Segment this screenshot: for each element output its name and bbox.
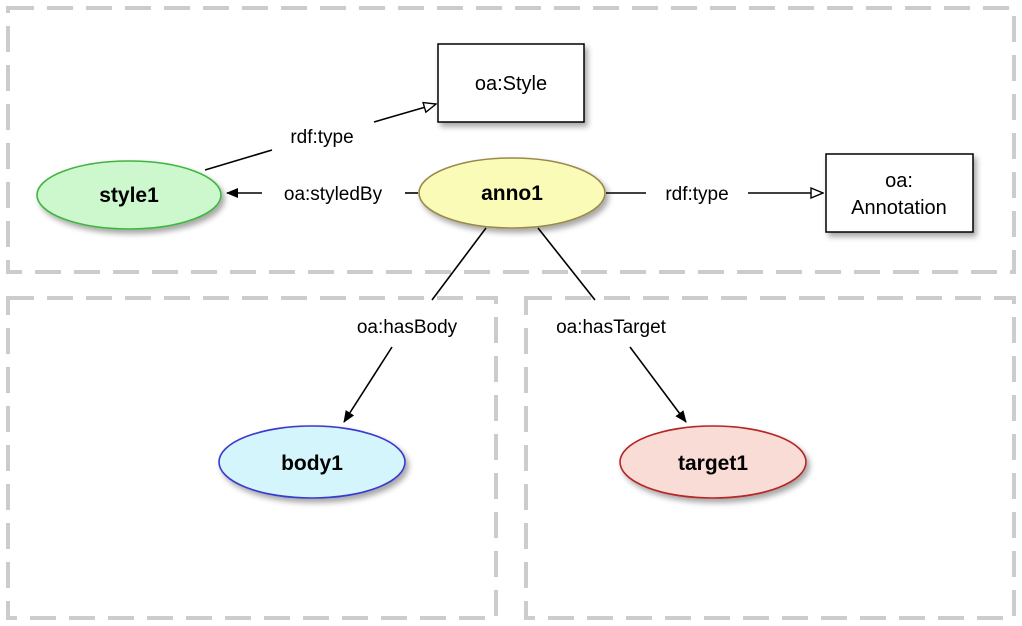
- node-body1-label: body1: [281, 452, 343, 475]
- region-bottom-right: [524, 296, 1016, 620]
- region-top: [6, 6, 1016, 274]
- class-oa-style-label: oa:Style: [475, 73, 547, 95]
- edge-has-target-line-b: [629, 346, 687, 423]
- edge-style-type-line-b: [373, 104, 436, 123]
- node-target1: target1: [619, 425, 807, 499]
- class-box-oa-style: oa:Style: [437, 43, 585, 123]
- edge-has-body-line-a: [431, 227, 487, 301]
- edge-has-body-line-b: [343, 346, 393, 423]
- edge-has-body-label: oa:hasBody: [357, 317, 458, 338]
- class-oa-annotation-line2: Annotation: [851, 197, 947, 219]
- node-body1: body1: [218, 425, 406, 499]
- class-oa-annotation-line1: oa:: [885, 170, 913, 192]
- edge-style-type-label: rdf:type: [290, 127, 353, 148]
- node-target1-label: target1: [678, 452, 748, 475]
- region-bottom-left: [6, 296, 498, 620]
- class-box-oa-annotation: oa: Annotation: [825, 153, 974, 233]
- node-anno1-label: anno1: [481, 182, 543, 205]
- edge-has-target-line-a: [537, 227, 596, 301]
- edge-style-type-line-a: [204, 149, 273, 171]
- node-style1: style1: [36, 160, 222, 230]
- node-style1-label: style1: [99, 184, 159, 207]
- edge-anno-type-label: rdf:type: [665, 184, 728, 205]
- edge-styled-by-label: oa:styledBy: [284, 184, 383, 205]
- edge-has-target-label: oa:hasTarget: [556, 317, 667, 338]
- node-anno1: anno1: [418, 157, 606, 229]
